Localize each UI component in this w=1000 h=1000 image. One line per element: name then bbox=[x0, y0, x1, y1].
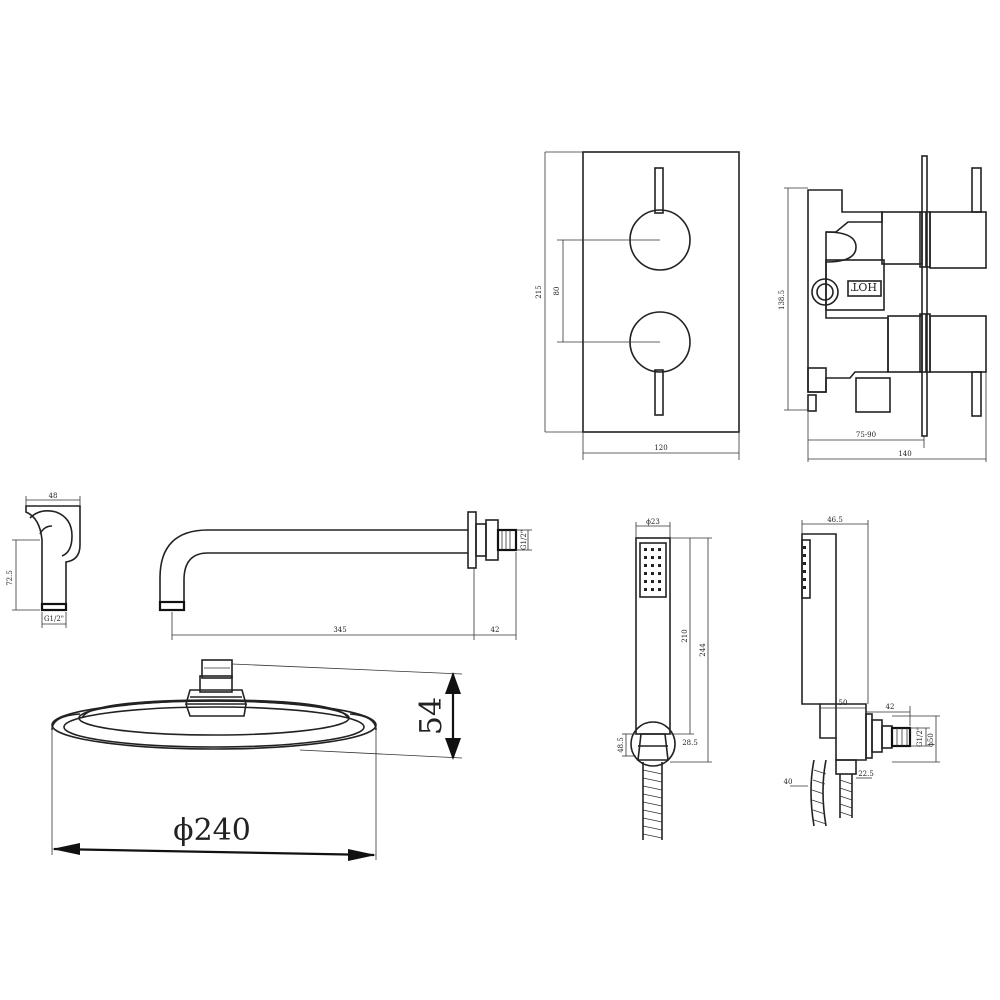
side-body-label: ϕ50 bbox=[927, 733, 935, 747]
lower-control-knob bbox=[629, 311, 691, 416]
valve-side-view: HOT 138.5 75-90 140 bbox=[778, 155, 987, 462]
side-upper-handle bbox=[929, 167, 987, 269]
shower-head-view: 54 ϕ240 bbox=[51, 659, 463, 861]
elbow-thread bbox=[40, 602, 68, 612]
side-elbow-label: 50 bbox=[839, 699, 848, 707]
valve-total-depth-label: 140 bbox=[898, 450, 911, 458]
valve-front-dimensions: 215 80 120 bbox=[535, 151, 740, 460]
valve-faceplate bbox=[582, 151, 740, 433]
inlet-port bbox=[811, 278, 839, 306]
outlet-thread bbox=[890, 726, 912, 748]
hot-indicator: HOT bbox=[811, 278, 882, 306]
arm-length-label: 345 bbox=[333, 626, 346, 634]
diameter-arrow-left bbox=[52, 843, 80, 855]
hand-width-label: ϕ23 bbox=[646, 518, 660, 526]
hand-shower-side-view: 46.5 50 42 G1/2" ϕ50 40 22.5 bbox=[784, 516, 940, 827]
arm-flange-label: 42 bbox=[491, 626, 500, 634]
valve-side-height-label: 138.5 bbox=[778, 290, 786, 310]
side-outlet-label: 42 bbox=[886, 703, 895, 711]
side-lower-label: 40 bbox=[784, 778, 793, 786]
wall-elbow-view: 48 72.5 G1/2" bbox=[6, 492, 81, 628]
elbow-height-label: 72.5 bbox=[6, 570, 14, 586]
arm-outlet-thread bbox=[158, 600, 186, 612]
hand-shower-bracket bbox=[630, 721, 676, 767]
side-lower-handle bbox=[929, 315, 987, 417]
side-hose bbox=[810, 759, 827, 827]
side-width-label: 46.5 bbox=[827, 516, 843, 524]
hand-bracket-label: 28.5 bbox=[682, 739, 698, 747]
outlet-hose-connector bbox=[835, 759, 857, 818]
hand-bracket-left-label: 48.5 bbox=[617, 737, 625, 753]
spray-nozzles bbox=[644, 548, 661, 591]
hand-shower-side-dimensions: 46.5 50 42 G1/2" ϕ50 40 22.5 bbox=[784, 516, 940, 787]
shower-head-dimensions: 54 ϕ240 bbox=[51, 663, 463, 861]
arm-thread bbox=[496, 528, 518, 552]
head-height-label: 54 bbox=[414, 697, 449, 735]
diameter-arrow-right bbox=[348, 849, 376, 861]
side-thread-label: G1/2" bbox=[916, 727, 924, 747]
valve-centres-label: 80 bbox=[553, 287, 561, 296]
arm-thread-label: G1/2" bbox=[520, 530, 528, 550]
hand-side-body bbox=[801, 533, 837, 739]
valve-body bbox=[807, 189, 931, 413]
wall-outlet-elbow bbox=[820, 703, 867, 761]
hot-label: HOT bbox=[850, 280, 877, 293]
hand-total-label: 244 bbox=[699, 643, 707, 657]
hand-shower-front-view: ϕ23 210 244 28.5 48.5 bbox=[617, 518, 712, 840]
valve-front-view: 215 80 120 bbox=[535, 151, 740, 460]
valve-depth-range-label: 75-90 bbox=[856, 431, 876, 439]
hand-shower-spray-face bbox=[639, 542, 667, 598]
shower-arm-pipe bbox=[159, 529, 468, 603]
hand-shower-hose bbox=[642, 762, 663, 840]
valve-side-dimensions: 138.5 75-90 140 bbox=[778, 187, 987, 462]
hand-handle-label: 210 bbox=[681, 629, 689, 642]
shower-head-swivel bbox=[184, 659, 248, 717]
wall-elbow-dimensions: 48 72.5 G1/2" bbox=[6, 492, 81, 628]
head-diameter-label: ϕ240 bbox=[173, 813, 251, 848]
side-nut-label: 22.5 bbox=[858, 770, 874, 778]
shower-arm-dimensions: 345 42 G1/2" bbox=[171, 529, 532, 640]
valve-height-label: 215 bbox=[535, 285, 543, 298]
shower-arm-view: 345 42 G1/2" bbox=[158, 511, 532, 640]
valve-wall-plate bbox=[921, 155, 928, 437]
height-arrow-up bbox=[445, 672, 461, 694]
valve-width-label: 120 bbox=[654, 444, 667, 452]
height-arrow-down bbox=[445, 738, 461, 760]
arm-wall-flange bbox=[467, 511, 477, 569]
upper-control-knob bbox=[629, 167, 691, 271]
elbow-width-label: 48 bbox=[49, 492, 58, 500]
elbow-thread-label: G1/2" bbox=[44, 615, 64, 623]
hand-shower-front-dimensions: ϕ23 210 244 28.5 48.5 bbox=[617, 518, 712, 763]
hand-shower-handle bbox=[635, 537, 671, 735]
